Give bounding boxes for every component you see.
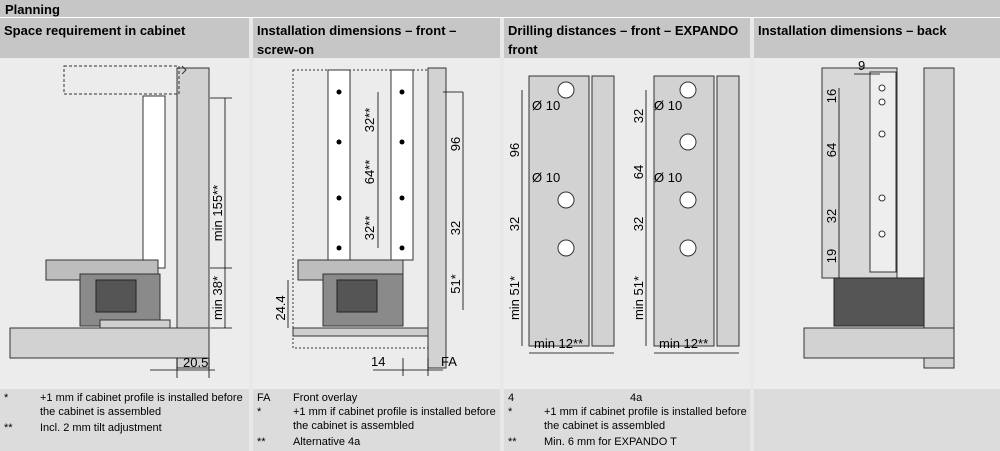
- dim-51: 51*: [448, 274, 463, 294]
- dim-9: 9: [858, 58, 865, 73]
- dim-64-4a: 64: [631, 165, 646, 179]
- dim-32-4a-lower: 32: [631, 217, 646, 231]
- dim-min-38: min 38*: [210, 276, 225, 320]
- dim-dia-10: Ø 10: [532, 98, 560, 113]
- column-heading: Space requirement in cabinet: [0, 18, 249, 58]
- dim-min-155: min 155**: [210, 185, 225, 241]
- dim-32: 32: [824, 209, 839, 223]
- column-space-requirement: Space requirement in cabinet: [0, 18, 249, 451]
- diagram-front-screw-on: 32** 64** 32** 96 32 51* 24.4 14 FA: [253, 58, 500, 389]
- diagram-installation-back: 9 16 64 32 19: [754, 58, 1000, 389]
- page-title: Planning: [5, 2, 60, 17]
- notes-drilling-distances: 4 4a * +1 mm if cabinet profile is insta…: [504, 389, 750, 451]
- dim-min-51-4a: min 51*: [631, 276, 646, 320]
- dim-16: 16: [824, 89, 839, 103]
- dim-32-4a: 32: [631, 109, 646, 123]
- dim-32: 32: [507, 217, 522, 231]
- column-heading: Drilling distances – front – EXPANDO fro…: [504, 18, 750, 58]
- dim-24-4: 24.4: [273, 295, 288, 320]
- dim-dia-10: Ø 10: [532, 170, 560, 185]
- column-installation-back: Installation dimensions – back 9: [754, 18, 1000, 451]
- dim-96: 96: [507, 143, 522, 157]
- dim-32-top: 32**: [362, 108, 377, 133]
- dim-min-12: min 12**: [534, 336, 583, 351]
- column-divider: [750, 18, 754, 451]
- dim-dia-10: Ø 10: [654, 170, 682, 185]
- column-heading: Installation dimensions – front – screw-…: [253, 18, 500, 58]
- dim-dia-10: Ø 10: [654, 98, 682, 113]
- notes-front-screw-on: FA Front overlay * +1 mm if cabinet prof…: [253, 389, 500, 451]
- column-divider: [500, 18, 504, 451]
- dim-64: 64: [824, 143, 839, 157]
- dim-20-5: 20.5: [183, 355, 208, 370]
- diagram-space-requirement: min 155** min 38* 20.5: [0, 58, 249, 389]
- dim-fa: FA: [441, 354, 457, 369]
- column-divider: [249, 18, 253, 451]
- dim-min-12-4a: min 12**: [659, 336, 708, 351]
- column-front-screw-on: Installation dimensions – front – screw-…: [253, 18, 500, 451]
- dim-19: 19: [824, 249, 839, 263]
- dim-14: 14: [371, 354, 385, 369]
- dim-64: 64**: [362, 160, 377, 185]
- notes-space-requirement: * +1 mm if cabinet profile is installed …: [0, 389, 249, 451]
- dim-96: 96: [448, 137, 463, 151]
- dim-32-bottom: 32**: [362, 216, 377, 241]
- planning-header: Planning: [0, 0, 1000, 18]
- notes-installation-back: [754, 389, 1000, 451]
- column-heading: Installation dimensions – back: [754, 18, 1000, 58]
- diagram-drilling-distances: Ø 10 Ø 10 Ø 10 Ø 10 96 32 min 51* 32 64 …: [504, 58, 750, 389]
- column-drilling-distances: Drilling distances – front – EXPANDO fro…: [504, 18, 750, 451]
- dim-32-right: 32: [448, 221, 463, 235]
- dim-min-51: min 51*: [507, 276, 522, 320]
